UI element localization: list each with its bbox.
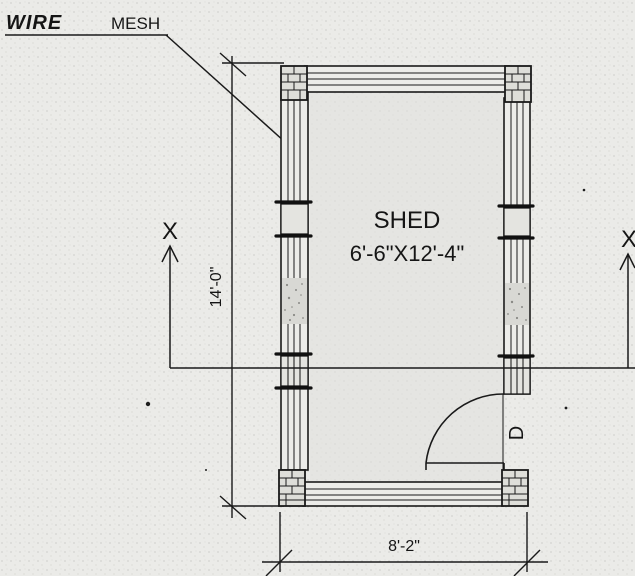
- dimension-tick-top: [219, 52, 247, 77]
- bottom-wall: [302, 481, 504, 507]
- callout-handwritten-text: WIRE: [6, 12, 62, 34]
- pier-bottom-right: [501, 469, 529, 507]
- left-post-upper: [274, 200, 313, 238]
- dimension-tick-right: [513, 549, 541, 576]
- wire-mesh-patches: [282, 278, 529, 325]
- section-arrow-left-head: [161, 244, 179, 263]
- right-wall: [503, 97, 531, 395]
- dimension-width-label: 8'-2": [388, 538, 420, 555]
- pier-top-left: [280, 65, 308, 101]
- horizontal-dimension: [262, 512, 548, 576]
- scan-specks: [145, 188, 586, 471]
- wire-mesh-callout: WIRE MESH: [5, 12, 286, 143]
- callout-printed-text: MESH: [111, 14, 160, 33]
- dimension-tick-bottom: [219, 495, 247, 520]
- section-marker-left: X: [162, 218, 178, 245]
- room-dimensions-label: 6'-6"X12'-4": [350, 241, 465, 266]
- corner-piers: [278, 65, 532, 507]
- section-marker-right: X: [621, 226, 635, 253]
- door: [425, 393, 505, 470]
- section-arrow-right-head: [619, 252, 635, 271]
- left-post-lower: [274, 352, 313, 390]
- interior-shading: [310, 92, 505, 482]
- pier-top-right: [504, 65, 532, 103]
- dimension-height-label: 14'-0": [208, 267, 225, 308]
- wall-posts: [274, 200, 535, 395]
- room-name-label: SHED: [374, 207, 441, 234]
- right-mesh-patch: [505, 283, 529, 325]
- callout-leader-line: [165, 34, 286, 143]
- right-post-lower: [497, 354, 535, 395]
- door-label: D: [506, 426, 528, 440]
- pier-bottom-left: [278, 469, 306, 507]
- section-line: [161, 244, 635, 369]
- top-wall: [304, 65, 510, 93]
- vertical-dimension: [219, 52, 284, 520]
- door-swing-arc: [425, 393, 505, 464]
- dimension-tick-left: [265, 549, 293, 576]
- left-mesh-patch: [282, 278, 307, 324]
- right-post-upper: [497, 204, 535, 240]
